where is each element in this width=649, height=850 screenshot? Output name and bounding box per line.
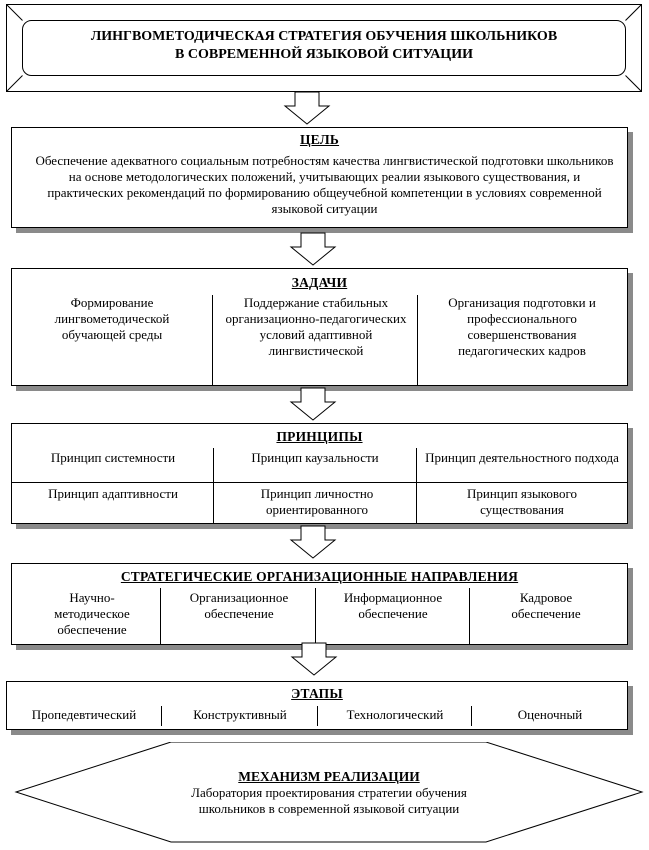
goal-heading: ЦЕЛЬ: [299, 132, 340, 147]
title-block: ЛИНГВОМЕТОДИЧЕСКАЯ СТРАТЕГИЯ ОБУЧЕНИЯ ШК…: [6, 4, 642, 92]
principle-item: Принцип адаптивности: [48, 486, 178, 501]
mechanism-hexagon: [14, 742, 644, 843]
arrow-down-icon: [289, 232, 337, 266]
tasks-divider: [417, 295, 418, 385]
arrow-down-icon: [283, 91, 331, 125]
directions-divider: [160, 588, 161, 644]
stage-item: Технологический: [346, 707, 444, 722]
principles-divider: [416, 448, 417, 524]
goal-box: ЦЕЛЬ Обеспечение адекватного социальным …: [11, 127, 628, 228]
stage-item: Пропедевтический: [31, 707, 137, 722]
principle-item: Принцип личностно ориентированного: [260, 486, 374, 517]
goal-text: Обеспечение адекватного социальным потре…: [35, 153, 614, 216]
principles-heading: ПРИНЦИПЫ: [276, 429, 363, 444]
title-frame: [6, 4, 642, 92]
stage-item: Конструктивный: [193, 707, 287, 722]
stages-divider: [317, 706, 318, 726]
stages-box: ЭТАПЫ Пропедевтический Конструктивный Те…: [6, 681, 628, 730]
direction-item: Информационное обеспечение: [343, 590, 443, 621]
mechanism-heading: МЕХАНИЗМ РЕАЛИЗАЦИИ: [238, 769, 420, 784]
principle-item: Принцип деятельностного подхода: [425, 450, 619, 465]
arrow-down-icon: [290, 642, 338, 676]
stages-heading: ЭТАПЫ: [291, 686, 343, 701]
principles-divider: [213, 448, 214, 524]
directions-box: СТРАТЕГИЧЕСКИЕ ОРГАНИЗАЦИОННЫЕ НАПРАВЛЕН…: [11, 563, 628, 645]
stages-divider: [471, 706, 472, 726]
tasks-heading: ЗАДАЧИ: [291, 275, 348, 290]
arrow-down-icon: [289, 525, 337, 559]
task-item: Поддержание стабильных организационно-пе…: [225, 295, 407, 358]
principle-item: Принцип языкового существования: [467, 486, 577, 517]
title-line-1: ЛИНГВОМЕТОДИЧЕСКАЯ СТРАТЕГИЯ ОБУЧЕНИЯ ШК…: [90, 29, 558, 44]
task-item: Формирование лингвометодической обучающе…: [54, 295, 170, 342]
directions-divider: [315, 588, 316, 644]
tasks-box: ЗАДАЧИ Формирование лингвометодической о…: [11, 268, 628, 386]
principles-row-divider: [12, 482, 627, 483]
mechanism-block: МЕХАНИЗМ РЕАЛИЗАЦИИ Лаборатория проектир…: [14, 742, 644, 844]
stage-item: Оценочный: [517, 707, 583, 722]
principles-box: ПРИНЦИПЫ Принцип системности Принцип кау…: [11, 423, 628, 524]
mechanism-line-2: школьников в современной языковой ситуац…: [198, 801, 460, 816]
direction-item: Кадровое обеспечение: [511, 590, 581, 621]
directions-heading: СТРАТЕГИЧЕСКИЕ ОРГАНИЗАЦИОННЫЕ НАПРАВЛЕН…: [120, 569, 519, 584]
directions-divider: [469, 588, 470, 644]
direction-item: Организационное обеспечение: [189, 590, 289, 621]
arrow-down-icon: [289, 387, 337, 421]
task-item: Организация подготовки и профессионально…: [448, 295, 596, 358]
principle-item: Принцип системности: [50, 450, 176, 465]
mechanism-line-1: Лаборатория проектирования стратегии обу…: [191, 785, 467, 800]
title-line-2: В СОВРЕМЕННОЙ ЯЗЫКОВОЙ СИТУАЦИИ: [175, 47, 473, 62]
principle-item: Принцип каузальности: [251, 450, 379, 465]
tasks-divider: [212, 295, 213, 385]
stages-divider: [161, 706, 162, 726]
direction-item: Научно-методическое обеспечение: [54, 590, 130, 637]
